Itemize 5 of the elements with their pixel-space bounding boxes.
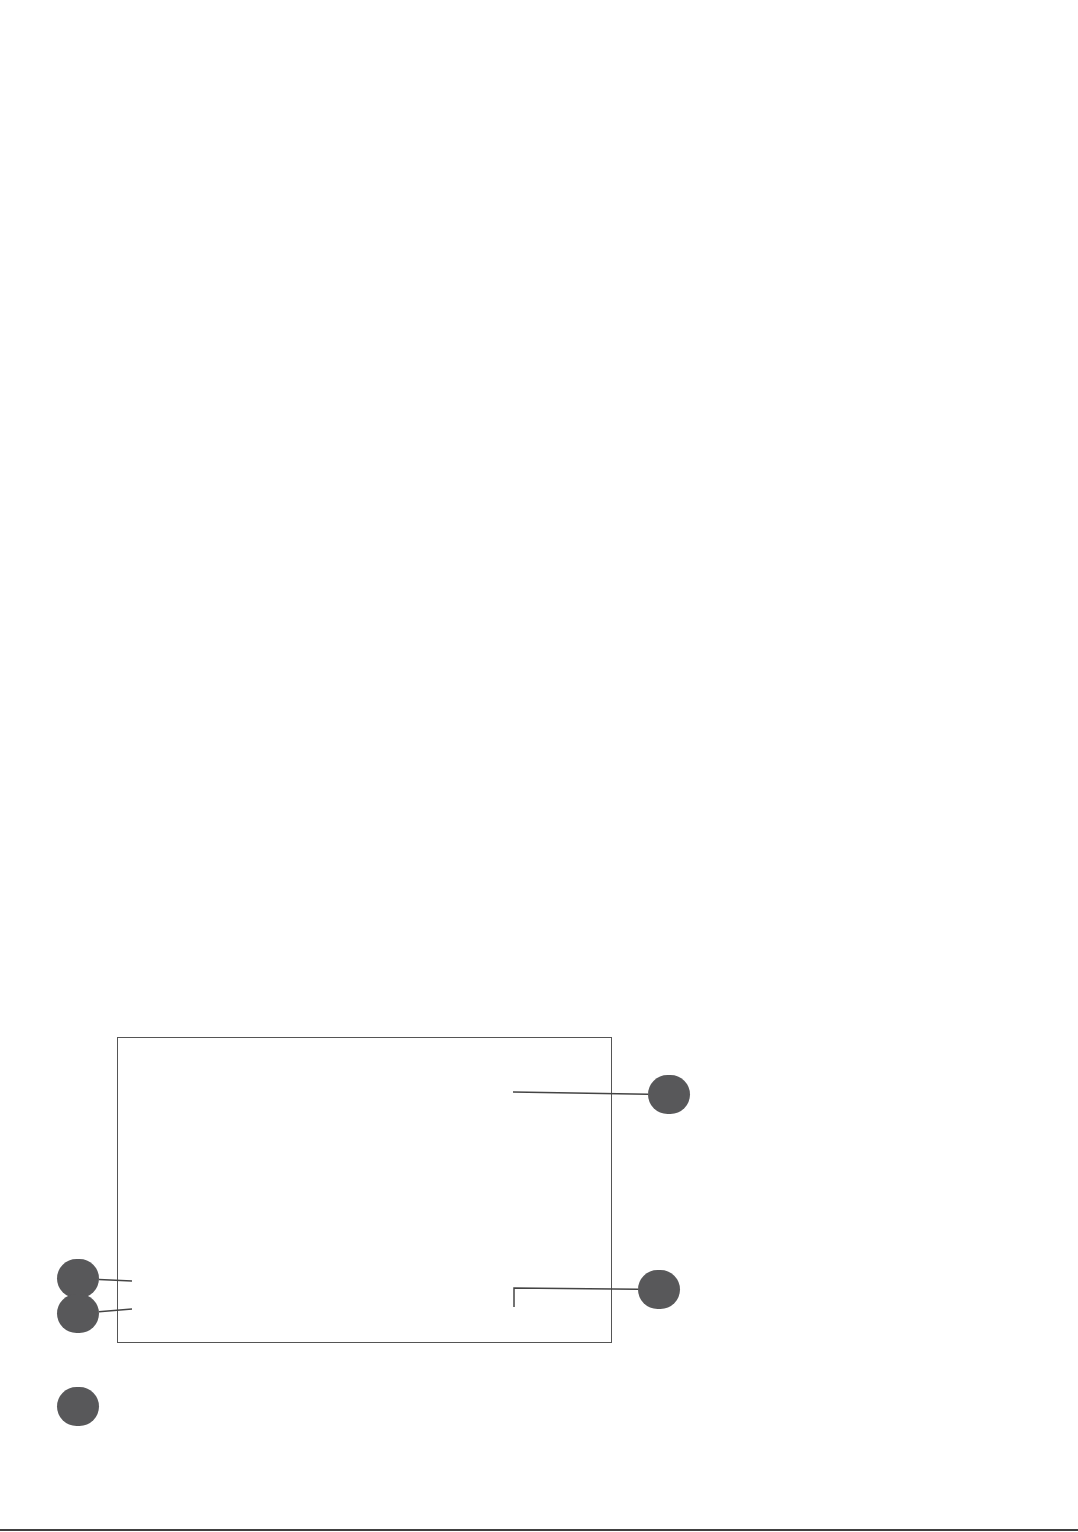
leader-line (512, 1091, 649, 1095)
frame-box (117, 1037, 612, 1343)
leader-line (513, 1287, 639, 1308)
leader-line (98, 1308, 133, 1313)
leader-line (98, 1278, 133, 1282)
